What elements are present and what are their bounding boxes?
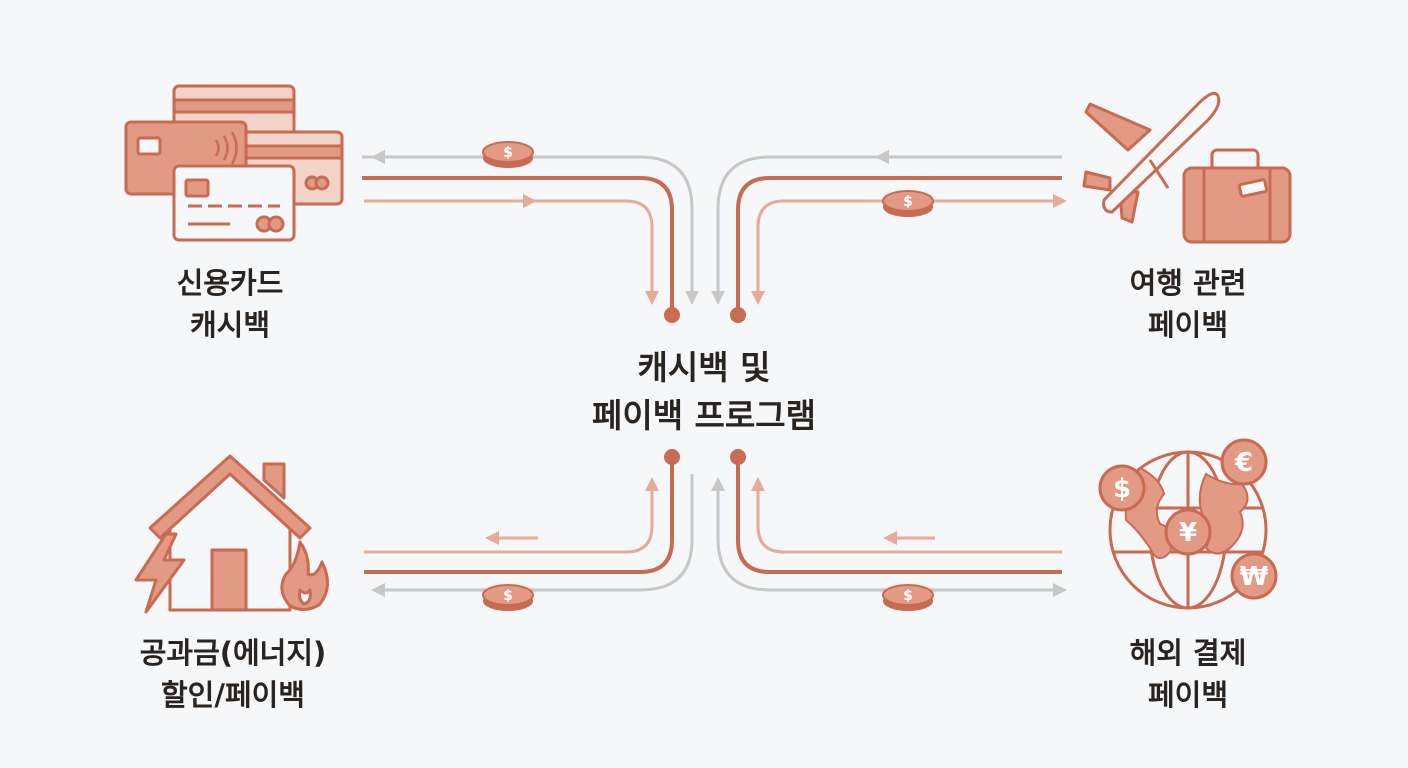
overseas-label-line1: 해외 결제 [1129, 636, 1247, 670]
coin-icon: $ [482, 584, 534, 611]
flow-line-gray [711, 155, 1062, 305]
overseas-label: 해외 결제 페이백 [1100, 632, 1276, 716]
coin-icon: $ [482, 141, 534, 168]
svg-text:$: $ [503, 588, 513, 604]
coin-icon: $ [882, 584, 934, 611]
flow-endpoint [664, 449, 680, 465]
euro-coin-icon: € [1220, 438, 1268, 486]
coin-icon: $ [882, 190, 934, 217]
travel-label: 여행 관련 페이백 [1100, 262, 1276, 346]
house-energy-icon [134, 454, 329, 614]
svg-text:₩: ₩ [1240, 562, 1269, 592]
flow-line-gray [362, 155, 699, 305]
credit-card-label: 신용카드 캐시백 [144, 262, 316, 346]
airplane-luggage-icon [1082, 91, 1292, 244]
center-title-line1: 캐시백 및 [637, 348, 771, 387]
svg-text:$: $ [903, 194, 913, 210]
flow-line-gray [371, 474, 694, 597]
center-title: 캐시백 및 페이백 프로그램 [554, 344, 854, 440]
flow-credit-card [362, 150, 699, 323]
overseas-label-line2: 페이백 [1147, 678, 1229, 712]
flow-line-light [751, 199, 1062, 305]
travel-label-line2: 페이백 [1147, 308, 1229, 342]
flow-line-main [362, 176, 674, 315]
svg-text:€: € [1234, 448, 1253, 478]
svg-text:$: $ [903, 588, 913, 604]
utilities-label-line2: 할인/페이백 [161, 678, 305, 712]
center-title-line2: 페이백 프로그램 [591, 396, 816, 435]
flow-endpoint [730, 449, 746, 465]
flow-endpoint [730, 307, 746, 323]
svg-text:$: $ [1113, 474, 1131, 504]
flow-endpoint [664, 307, 680, 323]
svg-text:¥: ¥ [1179, 518, 1197, 548]
globe-currency-icon: $ € ¥ ₩ [1098, 438, 1278, 610]
flow-line-light [364, 199, 659, 305]
utilities-label: 공과금(에너지) 할인/페이백 [110, 632, 356, 716]
svg-text:$: $ [503, 145, 513, 161]
flow-line-light [364, 477, 659, 554]
credit-cards-icon [124, 84, 344, 242]
travel-label-line1: 여행 관련 [1129, 266, 1247, 300]
won-coin-icon: ₩ [1230, 552, 1278, 600]
flow-line-main [736, 176, 1062, 315]
flow-utilities [364, 449, 694, 597]
credit-card-label-line2: 캐시백 [189, 308, 271, 342]
flow-travel [711, 150, 1067, 323]
flow-line-main [736, 457, 1062, 574]
flow-line-light [751, 477, 1062, 554]
credit-card-label-line1: 신용카드 [176, 266, 284, 300]
flow-overseas [711, 449, 1067, 597]
dollar-coin-icon: $ [1098, 464, 1146, 512]
flow-line-main [364, 457, 674, 574]
flow-line-gray [711, 477, 1062, 592]
utilities-label-line1: 공과금(에너지) [139, 636, 327, 670]
yen-coin-icon: ¥ [1164, 508, 1212, 556]
